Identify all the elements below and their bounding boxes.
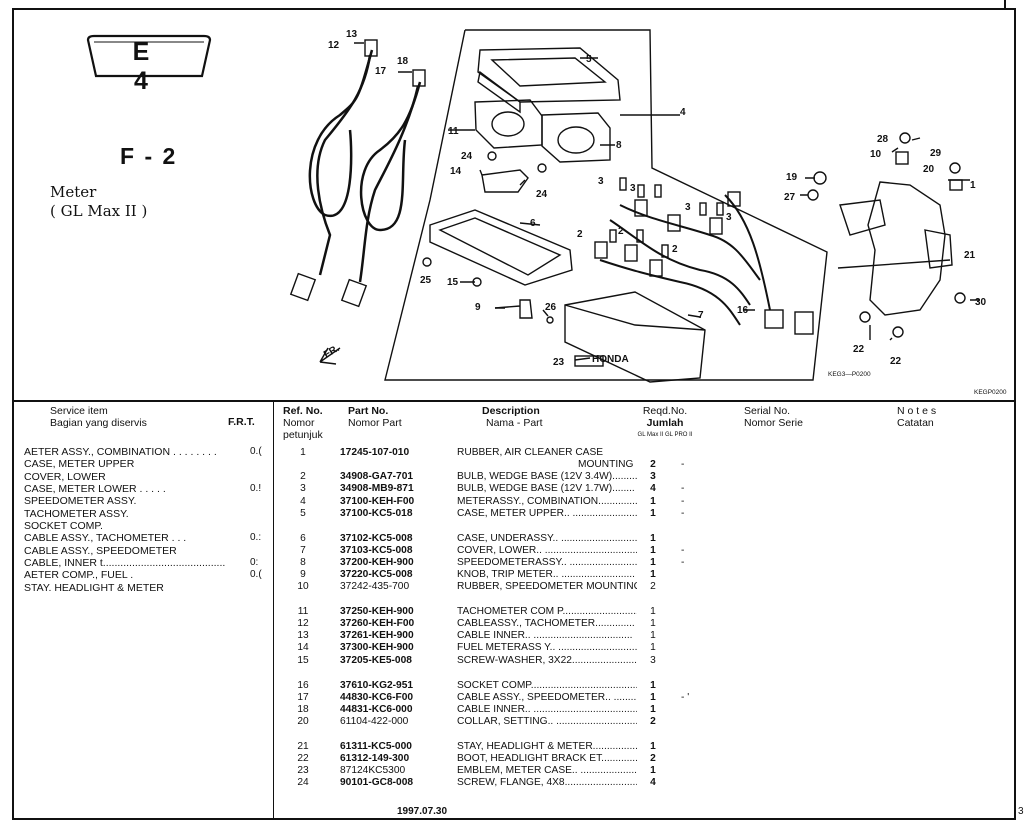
col-frt: F.R.T. (228, 416, 255, 428)
svg-text:2: 2 (618, 226, 624, 237)
svg-text:5: 5 (586, 54, 592, 65)
emblem-label: HONDA (592, 354, 629, 365)
section-badge-shape (86, 34, 212, 78)
svg-text:7: 7 (698, 310, 704, 321)
svg-text:14: 14 (450, 166, 462, 177)
svg-text:28: 28 (877, 134, 889, 145)
svg-text:3: 3 (685, 202, 691, 213)
fr-label: FR. (322, 343, 342, 361)
service-item: CABLE ASSY., TACHOMETER . . . (24, 532, 187, 544)
svg-text:24: 24 (461, 151, 473, 162)
svg-text:3: 3 (630, 183, 636, 194)
svg-text:2: 2 (577, 229, 583, 240)
page-number: 3 (1018, 806, 1024, 817)
exploded-parts-diagram: HONDA 12 13 17 18 5 4 11 8 24 14 24 3 3 … (289, 29, 1007, 396)
svg-text:8: 8 (616, 140, 622, 151)
svg-text:17: 17 (375, 66, 387, 77)
svg-text:24: 24 (536, 189, 548, 200)
frt-value: 0.( (250, 446, 262, 457)
svg-text:21: 21 (964, 250, 976, 261)
svg-text:2: 2 (672, 244, 678, 255)
page-frame (12, 8, 1016, 820)
footer-date: 1997.07.30 (397, 806, 448, 817)
svg-text:23: 23 (553, 357, 565, 368)
service-item: AETER COMP., FUEL . (24, 569, 134, 581)
svg-text:15: 15 (447, 277, 459, 288)
service-item: SOCKET COMP. (24, 520, 103, 532)
svg-text:1: 1 (970, 180, 976, 191)
service-item: CASE, METER UPPER (24, 458, 135, 470)
callout-labels: 12 13 17 18 5 4 11 8 24 14 24 3 3 3 3 2 … (328, 29, 987, 368)
svg-text:3: 3 (598, 176, 604, 187)
assembly-outline (384, 29, 828, 381)
figure-code: F - 2 (120, 143, 178, 169)
svg-text:12: 12 (328, 40, 340, 51)
diagram-code: KEG3—P0200 (828, 371, 871, 378)
service-item: CABLE ASSY., SPEEDOMETER (24, 545, 177, 557)
svg-text:18: 18 (397, 56, 409, 67)
service-item: COVER, LOWER (24, 471, 106, 483)
svg-text:22: 22 (890, 356, 902, 367)
table-divider (12, 400, 1016, 402)
svg-text:6: 6 (530, 218, 536, 229)
meter-title-block: Meter ( GL Max II ) (50, 183, 147, 221)
service-item: CASE, METER LOWER . . . . . (24, 483, 166, 495)
col-part-no: Part No. Nomor Part (348, 405, 402, 429)
frt-value: 0: (250, 557, 259, 568)
col-reqd-no: Reqd.No. Jumlah GL Max II GL PRO II (637, 405, 693, 438)
svg-text:11: 11 (448, 126, 459, 137)
mounting-text: MOUNTING (578, 459, 634, 470)
svg-text:30: 30 (975, 297, 987, 308)
svg-text:16: 16 (737, 305, 749, 316)
svg-text:22: 22 (853, 344, 865, 355)
svg-text:26: 26 (545, 302, 557, 313)
service-item: CABLE, INNER t..........................… (24, 557, 226, 569)
col-serial-no: Serial No. Nomor Serie (744, 405, 803, 429)
service-item: AETER ASSY., COMBINATION . . . . . . . . (24, 446, 217, 458)
section-badge: E 4 (132, 38, 180, 95)
frt-value: 0.! (250, 483, 262, 494)
frt-value: 0.: (250, 532, 262, 543)
frt-value: 0.( (250, 569, 262, 580)
meter-model: ( GL Max II ) (50, 202, 148, 220)
diagram-ref: KEGP0200 (974, 389, 1007, 396)
column-divider (273, 401, 274, 820)
service-item: STAY. HEADLIGHT & METER (24, 582, 164, 594)
col-service-item: Service item Bagian yang diservis (50, 405, 147, 429)
svg-text:9: 9 (475, 302, 481, 313)
svg-text:25: 25 (420, 275, 432, 286)
svg-text:3: 3 (726, 212, 732, 223)
service-item: SPEEDOMETER ASSY. (24, 495, 137, 507)
col-notes: N o t e s Catatan (897, 405, 937, 429)
svg-text:20: 20 (923, 164, 935, 175)
col-ref-no: Ref. No. Nomor petunjuk (283, 405, 323, 441)
col-description: Description Nama - Part (482, 405, 543, 429)
svg-text:13: 13 (346, 29, 358, 40)
svg-text:10: 10 (870, 149, 882, 160)
service-item: TACHOMETER ASSY. (24, 508, 129, 520)
svg-text:29: 29 (930, 148, 942, 159)
svg-text:19: 19 (786, 172, 798, 183)
corner-mark (1004, 0, 1018, 8)
meter-title: Meter (50, 183, 97, 201)
svg-text:27: 27 (784, 192, 796, 203)
svg-text:4: 4 (680, 107, 686, 118)
